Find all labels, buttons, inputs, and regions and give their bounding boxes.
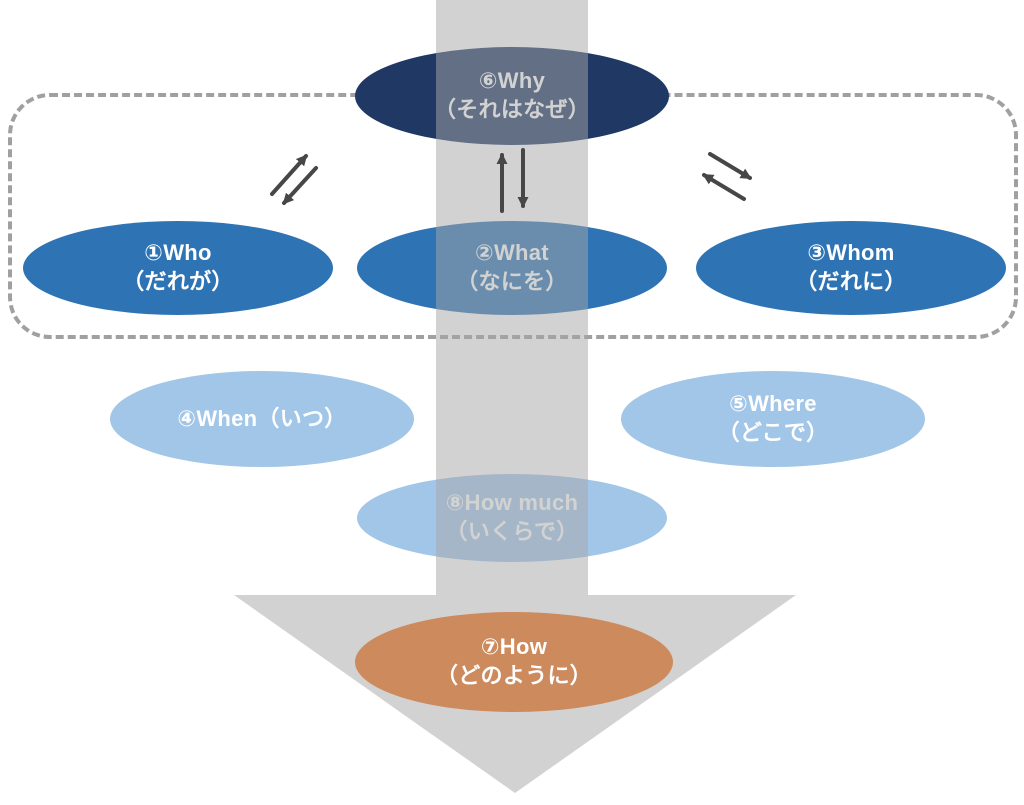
node-whom: ③Whom （だれに） [696, 221, 1006, 315]
node-who-label: ①Who [144, 240, 212, 266]
exchange-arrows-right-icon [702, 152, 752, 201]
node-how-label: ⑦How [480, 634, 548, 660]
node-whom-sublabel: （だれに） [795, 269, 907, 294]
node-where-sublabel: （どこで） [717, 420, 829, 445]
downward-flow-arrow-shape [234, 0, 796, 793]
node-who-sublabel: （だれが） [122, 269, 234, 294]
node-when-label: ④When（いつ） [177, 405, 347, 431]
node-when: ④When（いつ） [110, 371, 414, 467]
exchange-arrows-left-icon [270, 154, 318, 205]
exchange-arrows-center-icon [496, 148, 529, 213]
node-where-label: ⑤Where [729, 391, 817, 417]
node-who: ①Who （だれが） [23, 221, 333, 315]
node-whom-label: ③Whom [807, 240, 895, 266]
node-how: ⑦How （どのように） [355, 612, 673, 712]
node-where: ⑤Where （どこで） [621, 371, 925, 467]
node-how-sublabel: （どのように） [435, 663, 593, 688]
